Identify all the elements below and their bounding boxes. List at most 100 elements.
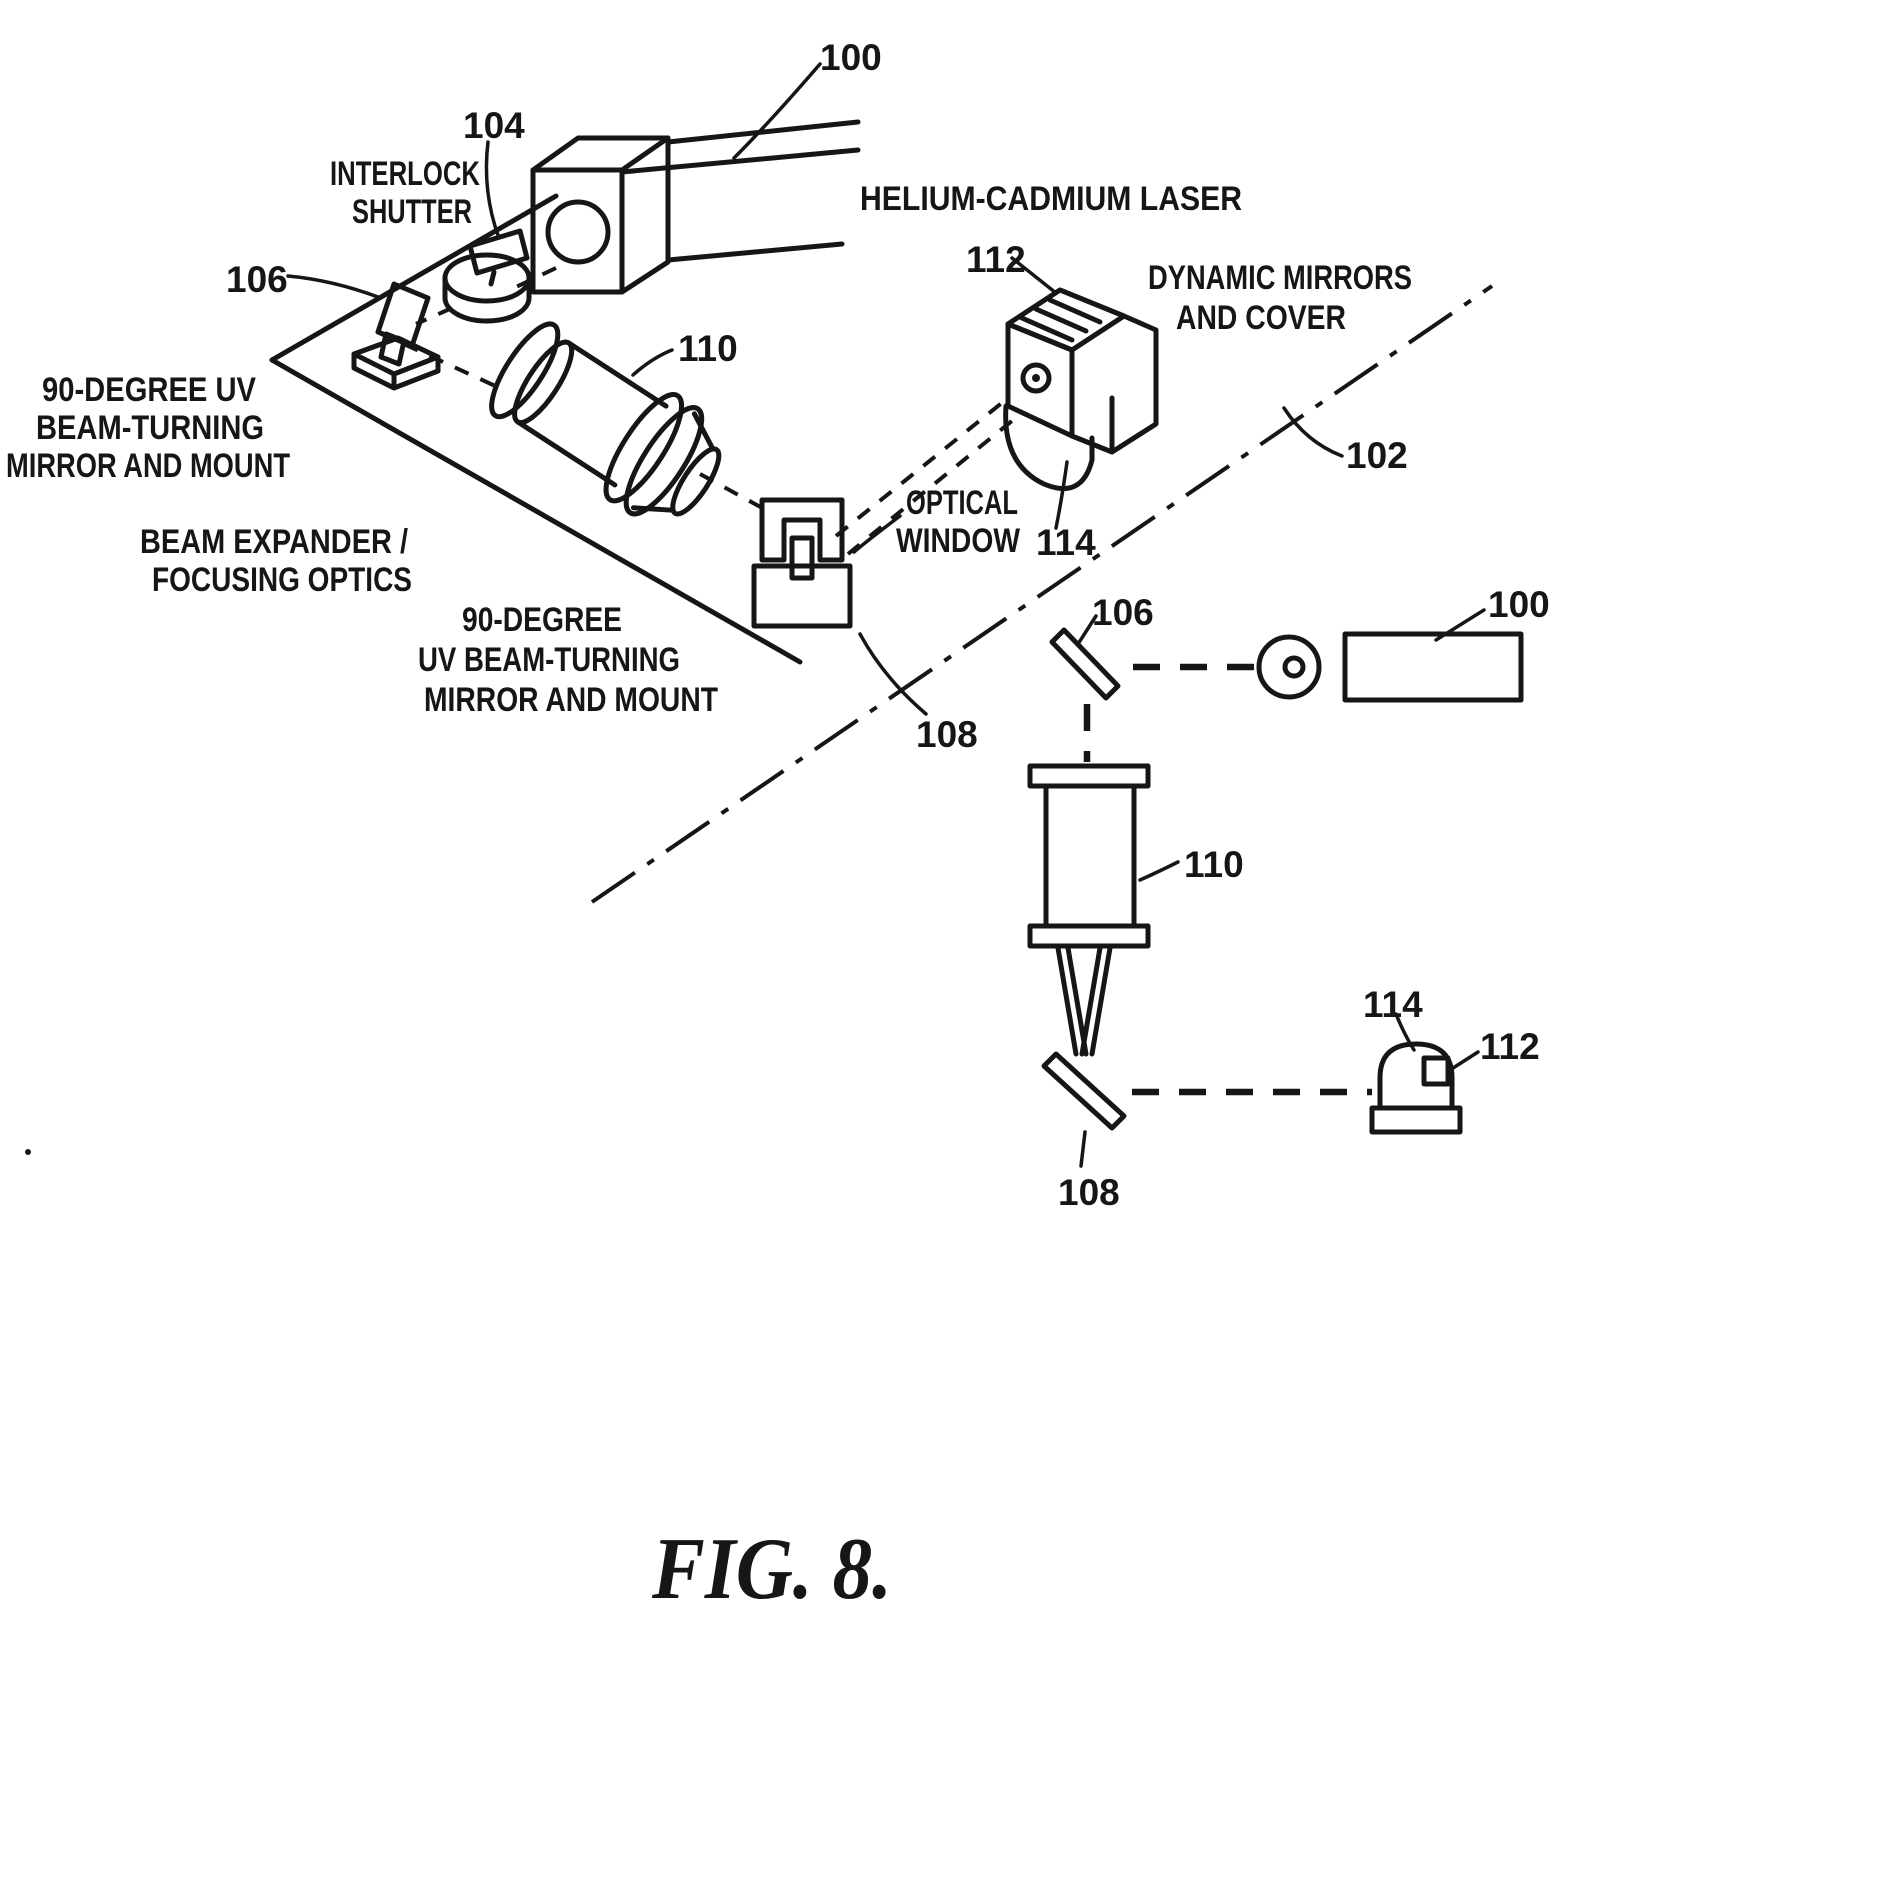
leader-102 [1282, 406, 1344, 458]
laser-aperture [545, 199, 611, 265]
label-optical-window-line2: WINDOW [896, 522, 1021, 560]
beam-focusing-cone [1055, 945, 1113, 1057]
platform-edge-front [269, 357, 803, 665]
leader-lines-plan [1076, 608, 1486, 1168]
leader-112 [1010, 256, 1058, 295]
dynamic-mirrors-112-top [1003, 287, 1159, 491]
bottom-plan-view: 106 100 110 114 112 108 [1027, 584, 1550, 1213]
interlock-shutter [442, 228, 532, 324]
figure-caption: FIG. 8. [651, 1521, 892, 1618]
mount-base [751, 563, 853, 629]
ref-label-112: 112 [966, 239, 1026, 280]
label-mirror-lower-line2: UV BEAM-TURNING [418, 641, 680, 679]
beam-to-window-upper [834, 396, 1010, 538]
ref-label-110: 110 [1184, 844, 1244, 885]
beam-path-top [403, 266, 1020, 556]
leader-108 [858, 632, 928, 716]
leader-106 [1076, 614, 1098, 646]
mount-base-top [351, 335, 441, 377]
laser-lens-center [1282, 655, 1306, 679]
leader-100 [1434, 608, 1486, 642]
optics-platform [269, 193, 803, 665]
expander-bottom-flange [1027, 923, 1151, 949]
mirror-106-plan [1049, 627, 1121, 701]
ref-label-106: 106 [226, 259, 288, 300]
expander-body [515, 340, 669, 488]
label-beam-expander-line1: BEAM EXPANDER / [140, 523, 408, 561]
housing-right-block [1069, 313, 1159, 455]
ref-label-102: 102 [1346, 435, 1408, 476]
expander-front-flange-2 [623, 405, 705, 517]
leader-100 [732, 62, 822, 160]
beam-expander-110-plan [1027, 763, 1151, 949]
leader-104 [484, 140, 501, 240]
cover-114-shell [1003, 403, 1095, 491]
ref-label-110: 110 [678, 328, 738, 369]
mirror-108-plan [1041, 1051, 1127, 1131]
stray-mark [25, 1149, 31, 1155]
ref-label-100: 100 [1488, 584, 1550, 625]
platform-edge-left [269, 193, 559, 363]
cover-dome-114 [1377, 1041, 1455, 1111]
ref-label-104: 104 [463, 105, 525, 146]
laser-100-plan [1256, 631, 1524, 703]
leader-110 [631, 348, 674, 377]
beam-expander-110-top [489, 321, 722, 517]
ref-label-114: 114 [1363, 984, 1423, 1025]
label-mirror-lower-line3: MIRROR AND MOUNT [424, 681, 718, 719]
laser-body [1342, 631, 1524, 703]
mirror-aperture-dot [1032, 374, 1040, 382]
beam-turning-mirror-106-top [351, 281, 441, 391]
leader-114 [1054, 460, 1069, 530]
beam-laser-to-shutter [513, 266, 557, 290]
leader-112 [1448, 1050, 1480, 1072]
leader-108 [1079, 1130, 1087, 1168]
label-mirror-upper-line1: 90-DEGREE UV [42, 371, 256, 409]
label-beam-expander-line2: FOCUSING OPTICS [152, 561, 412, 599]
label-helium-cadmium-laser: HELIUM-CADMIUM LASER [860, 180, 1242, 218]
label-mirror-upper-line2: BEAM-TURNING [36, 409, 264, 447]
expander-rear-flange [489, 321, 561, 420]
ref-label-100: 100 [820, 37, 882, 78]
beam-path-plan [1055, 663, 1372, 1096]
beam-to-window-lower [846, 414, 1020, 556]
beam-turning-mirror-108-top [751, 497, 853, 629]
leader-114 [1394, 1012, 1416, 1052]
laser-top-face [530, 135, 671, 173]
expander-front-flange-1 [603, 392, 685, 504]
helium-cadmium-laser-top [530, 119, 861, 295]
mirror-post [789, 535, 815, 581]
beam-mirror-to-expander [403, 342, 505, 392]
shutter-stem [488, 269, 497, 287]
mirror-block-112 [1421, 1055, 1451, 1087]
leader-lines-top [286, 62, 1344, 716]
ref-label-114: 114 [1036, 522, 1096, 563]
label-interlock-shutter-line1: INTERLOCK [330, 155, 480, 193]
leader-optical-window [852, 514, 902, 554]
label-dynamic-mirrors-line2: AND COVER [1176, 299, 1346, 337]
laser-body-edge-top [665, 119, 861, 145]
ref-label-108: 108 [916, 714, 978, 755]
shutter-flag [467, 228, 530, 276]
mirror-bracket [759, 497, 845, 563]
labels-plan: 106 100 110 114 112 108 [1058, 584, 1550, 1213]
housing-top-ridges [1019, 297, 1103, 343]
ref-label-112: 112 [1480, 1026, 1540, 1067]
shutter-disc-side [442, 275, 532, 324]
expander-body [1043, 783, 1137, 929]
expander-snout-lens [670, 446, 722, 517]
housing-left-face [1005, 321, 1075, 439]
label-interlock-shutter-line2: SHUTTER [352, 193, 472, 231]
label-dynamic-mirrors-line1: DYNAMIC MIRRORS [1148, 259, 1412, 297]
enclosure-boundary-102 [590, 284, 1494, 904]
ref-label-106: 106 [1092, 592, 1154, 633]
beam-shutter-to-mirror [415, 306, 453, 326]
beam-expander-to-mirror [699, 472, 767, 512]
label-mirror-lower-line1: 90-DEGREE [462, 601, 622, 639]
mirror-plate [1041, 1051, 1127, 1131]
laser-right-face [619, 135, 671, 295]
laser-body-edge-front [619, 147, 861, 175]
labels-top: 100 104 INTERLOCK SHUTTER 106 HELIUM-CAD… [6, 37, 1412, 755]
